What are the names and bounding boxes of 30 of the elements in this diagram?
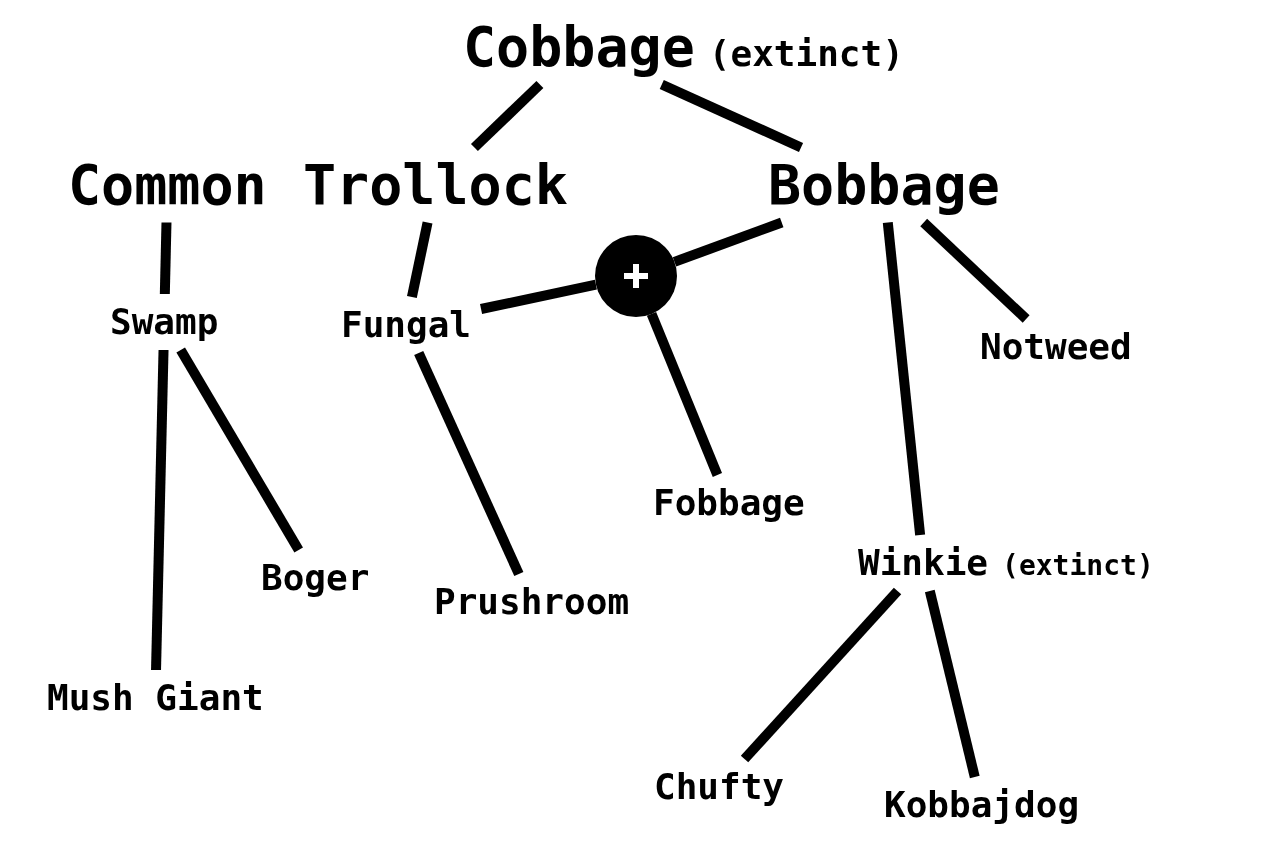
connector-line bbox=[176, 347, 303, 553]
node-label: Chufty bbox=[654, 769, 785, 805]
node-label: Kobbajdog bbox=[884, 787, 1080, 823]
node-label: Cobbage bbox=[463, 19, 695, 75]
connector-line bbox=[407, 221, 433, 299]
node-label: Fungal bbox=[341, 307, 472, 343]
node-label: Common bbox=[68, 157, 267, 213]
connector-line bbox=[882, 222, 926, 536]
node-label: Mush Giant bbox=[47, 680, 264, 716]
connector-line bbox=[151, 349, 169, 671]
node-label: Trollock bbox=[303, 157, 568, 213]
connector-line bbox=[659, 79, 804, 153]
connector-line bbox=[480, 279, 597, 314]
status-note: (extinct) bbox=[1002, 552, 1154, 580]
connector-line bbox=[740, 587, 902, 763]
node-label: Fobbage bbox=[653, 485, 805, 521]
status-note: (extinct) bbox=[708, 35, 904, 72]
connector-line bbox=[159, 222, 172, 295]
connector-line bbox=[646, 312, 723, 477]
node-label: Winkie bbox=[858, 545, 989, 581]
connector-line bbox=[672, 217, 784, 267]
connector-line bbox=[924, 589, 980, 779]
node-label: Prushroom bbox=[434, 584, 630, 620]
node-label: Bobbage bbox=[768, 157, 1000, 213]
connector-line bbox=[414, 350, 524, 577]
connector-line bbox=[470, 80, 544, 152]
node-label: Swamp bbox=[110, 304, 219, 340]
node-label: Boger bbox=[261, 560, 370, 596]
node-label: Notweed bbox=[980, 329, 1132, 365]
connector-line bbox=[920, 218, 1030, 323]
